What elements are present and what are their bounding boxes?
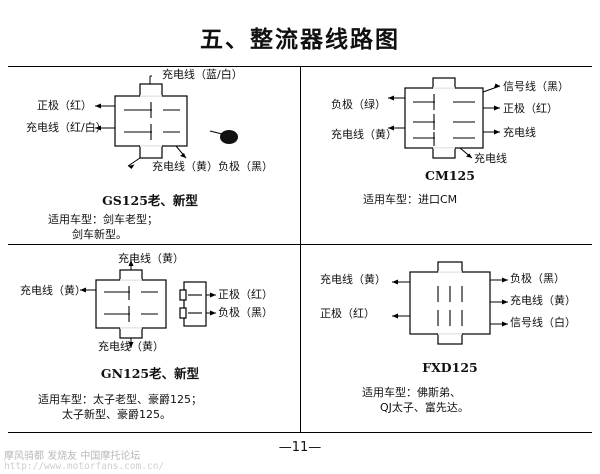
gs125-label-top: 充电线（蓝/白）	[162, 68, 243, 81]
gs125-caption: GS125老、新型	[102, 193, 198, 208]
gn125-label-bottom: 充电线（黄）	[98, 340, 164, 353]
fxd125-applicable-1: 适用车型：佛斯弟、	[362, 386, 461, 399]
fxd125-caption: FXD125	[422, 360, 478, 375]
cm125-label-left-upper: 负极（绿）	[331, 98, 386, 111]
cm125-label-left-lower: 充电线（黄）	[331, 128, 397, 141]
gs125-label-left-upper: 正极（红）	[37, 99, 92, 112]
gs125-label-left-lower: 充电线（红/白）	[26, 121, 107, 134]
gn125-label-right-lower: 负极（黑）	[218, 306, 273, 319]
cm125-applicable-1: 适用车型：进口CM	[363, 193, 458, 206]
gs125-label-bottom-right: 负极（黑）	[218, 160, 273, 173]
fxd125-schematic	[392, 261, 508, 345]
gn125-applicable-1: 适用车型：太子老型、豪爵125；	[38, 393, 202, 406]
gn125-applicable-2: 太子新型、豪爵125。	[62, 408, 171, 421]
gs125-applicable-1: 适用车型：剑车老型；	[48, 213, 158, 226]
fxd125-label-left-upper: 充电线（黄）	[320, 273, 386, 286]
fxd125-applicable-2: QJ太子、富先达。	[380, 401, 469, 414]
watermark-text: 摩风骑都 发烧友 中国摩托论坛	[4, 451, 141, 462]
cm125-label-bottom: 充电线	[474, 152, 507, 165]
divider-bottom	[8, 432, 592, 433]
gn125-label-right-upper: 正极（红）	[218, 288, 273, 301]
gn125-schematic	[80, 260, 216, 348]
fxd125-label-right-upper: 负极（黑）	[510, 272, 565, 285]
gn125-caption: GN125老、新型	[100, 366, 200, 381]
cm125-caption: CM125	[425, 168, 475, 183]
divider-vertical	[300, 66, 301, 432]
gs125-label-bottom-left: 充电线（黄）	[152, 160, 218, 173]
gn125-label-top: 充电线（黄）	[118, 252, 184, 265]
cm125-label-right-lower: 充电线	[503, 126, 536, 139]
cm125-label-right-upper: 信号线（黑）	[503, 80, 569, 93]
fxd125-label-left-lower: 正极（红）	[320, 307, 375, 320]
fxd125-label-right-mid: 充电线（黄）	[510, 294, 576, 307]
page-number: —11—	[278, 440, 322, 455]
gs125-schematic	[95, 75, 238, 169]
fxd125-label-right-lower: 信号线（白）	[510, 316, 576, 329]
gn125-label-left: 充电线（黄）	[20, 284, 86, 297]
cm125-schematic	[388, 77, 501, 159]
watermark-url: http://www.motorfans.com.cn/	[4, 461, 165, 472]
page-title: 五、整流器线路图	[200, 26, 400, 53]
gs125-applicable-2: 剑车新型。	[72, 228, 127, 241]
cm125-label-right-mid: 正极（红）	[503, 102, 558, 115]
